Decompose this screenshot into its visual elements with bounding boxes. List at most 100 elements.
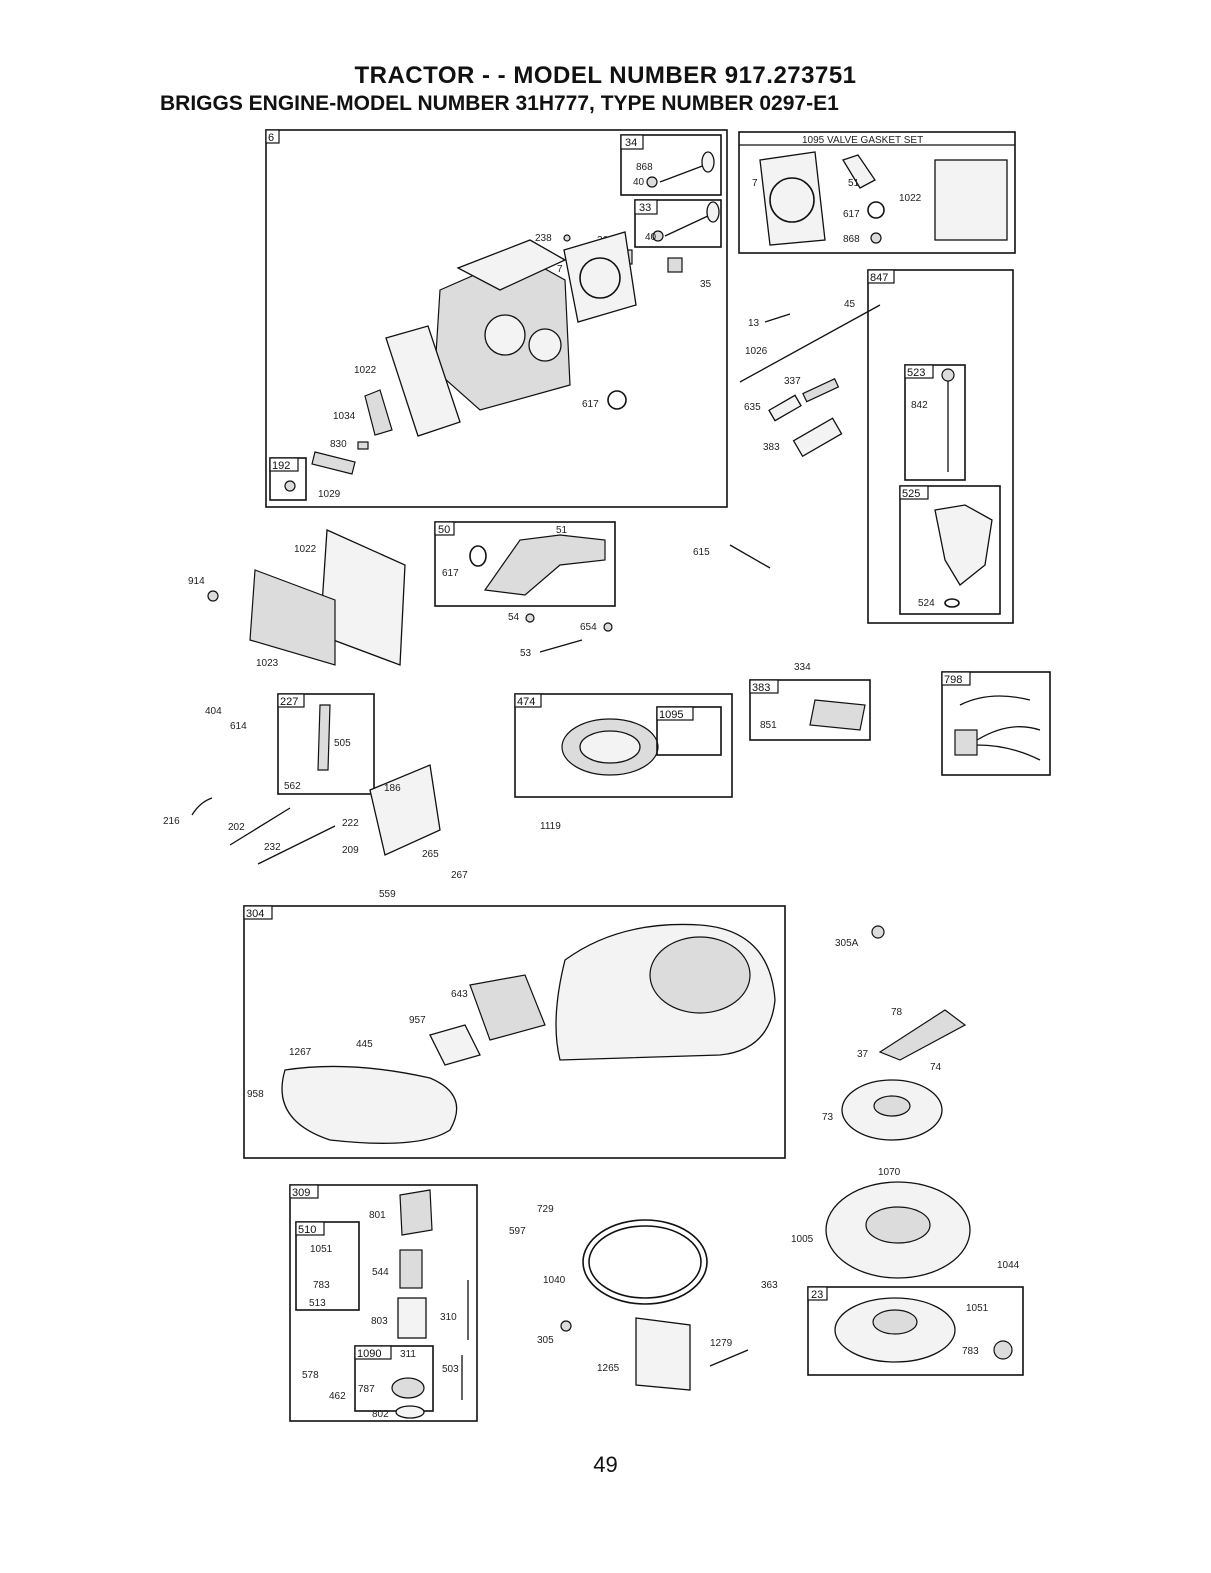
- label-232: 232: [264, 842, 281, 853]
- spark-plug-337: [802, 377, 840, 403]
- bolt-1279: [709, 1349, 749, 1367]
- label-202: 202: [228, 822, 245, 833]
- label-1022c: 1022: [294, 544, 317, 555]
- pin-238: [563, 234, 571, 242]
- brush-assembly: [391, 1377, 425, 1399]
- label-74: 74: [930, 1062, 942, 1073]
- fan-hub-73: [873, 1095, 911, 1117]
- rod-615: [729, 544, 771, 569]
- label-1029: 1029: [318, 489, 341, 500]
- group-798-tag: [941, 671, 971, 686]
- group-474-tag: [514, 693, 542, 708]
- group-192-label: 192: [272, 460, 290, 472]
- gasket-set-title: 1095 VALVE GASKET SET: [802, 135, 923, 146]
- group-847-tag: [867, 269, 895, 284]
- label-524: 524: [918, 598, 935, 609]
- group-525-label: 525: [902, 488, 920, 500]
- grille-958: [281, 1065, 458, 1144]
- label-334: 334: [794, 662, 811, 673]
- label-209: 209: [342, 845, 359, 856]
- label-643: 643: [451, 989, 468, 1000]
- label-1267: 1267: [289, 1047, 312, 1058]
- group-474-frame: [514, 693, 733, 798]
- label-1279: 1279: [710, 1338, 733, 1349]
- label-404: 404: [205, 706, 222, 717]
- group-1095-gasket-set: 1095 VALVE GASKET SET 7 51 617 868 1022: [738, 131, 1016, 254]
- group-383-label: 383: [752, 682, 770, 694]
- end-cap-802: [395, 1405, 425, 1419]
- gasket-bore: [579, 257, 621, 299]
- gasket-1040-inner: [588, 1225, 702, 1299]
- label-1265: 1265: [597, 1363, 620, 1374]
- label-654: 654: [580, 622, 597, 633]
- screw-914: [207, 590, 219, 602]
- label-958: 958: [247, 1089, 264, 1100]
- breather-tube-1029: [311, 451, 356, 475]
- flywheel-parts: 305A 78 37 74 73 1070 1005 1044 363 23 1…: [761, 925, 1024, 1376]
- nut-654: [603, 622, 613, 632]
- o-ring-intake: [469, 545, 487, 567]
- pushrod-area: 13 45 1026 337 635 383: [739, 299, 881, 458]
- screw-13: [764, 313, 791, 323]
- gasket-set-frame: [738, 131, 1016, 254]
- valve-spring-35: [667, 257, 683, 273]
- label-868: 868: [636, 162, 653, 173]
- label-617a: 617: [582, 399, 599, 410]
- rocker-cover: [249, 569, 336, 666]
- label-363: 363: [761, 1280, 778, 1291]
- intake-valve-stem: [664, 214, 711, 237]
- label-40: 40: [633, 177, 645, 188]
- group-510-frame: [295, 1221, 360, 1311]
- label-305: 305: [537, 1335, 554, 1346]
- group-34-label: 34: [625, 137, 637, 149]
- rocker-gasket-set: [934, 159, 1008, 241]
- page-title: TRACTOR - - MODEL NUMBER 917.273751: [354, 62, 857, 89]
- group-1090-frame: [354, 1345, 434, 1412]
- label-73: 73: [822, 1112, 834, 1123]
- group-6: 6 34 868 40 33 40 238 36 7 35 1022 1034: [265, 129, 728, 508]
- o-ring-524: [944, 598, 960, 608]
- valve-seal-2: [652, 230, 664, 242]
- label-842: 842: [911, 400, 928, 411]
- label-803: 803: [371, 1316, 388, 1327]
- exhaust-valve-head: [701, 151, 715, 173]
- group-1090-tag: [354, 1345, 392, 1360]
- label-311: 311: [400, 1349, 416, 1360]
- label-13: 13: [748, 318, 760, 329]
- group-510-label: 510: [298, 1224, 316, 1236]
- group-847-frame: [867, 269, 1014, 624]
- label-503: 503: [442, 1364, 459, 1375]
- group-304-frame: [243, 905, 786, 1159]
- o-ring-set: [867, 201, 885, 219]
- label-617c: 617: [442, 568, 459, 579]
- label-35: 35: [700, 279, 712, 290]
- dipstick-tube: [934, 504, 993, 586]
- label-1022a: 1022: [354, 365, 377, 376]
- nut-54: [525, 613, 535, 623]
- label-635: 635: [744, 402, 761, 413]
- head-gasket-set: [759, 151, 826, 246]
- group-50-tag: [434, 521, 455, 536]
- group-227-label: 227: [280, 696, 298, 708]
- group-523-label: 523: [907, 367, 925, 379]
- page-subtitle: BRIGGS ENGINE-MODEL NUMBER 31H777, TYPE …: [160, 92, 839, 115]
- label-802: 802: [372, 1409, 389, 1420]
- part-643: [469, 974, 546, 1041]
- group-525-tag: [899, 485, 929, 500]
- label-1070: 1070: [878, 1167, 901, 1178]
- group-798: 798: [941, 671, 1051, 776]
- flywheel-hub: [865, 1206, 931, 1244]
- label-830: 830: [330, 439, 347, 450]
- link-202: [229, 807, 291, 846]
- part-37: [878, 1009, 967, 1061]
- label-559: 559: [379, 889, 396, 900]
- group-798-frame: [941, 671, 1051, 776]
- label-186: 186: [384, 783, 401, 794]
- label-238: 238: [535, 233, 552, 244]
- o-ring-617: [607, 390, 627, 410]
- group-33-tag: [634, 199, 658, 215]
- label-1051a: 1051: [310, 1244, 333, 1255]
- label-40b: 40: [645, 232, 657, 243]
- control-bracket: [369, 764, 441, 856]
- rocker-cover-assembly: 1022 914 1023: [188, 529, 406, 669]
